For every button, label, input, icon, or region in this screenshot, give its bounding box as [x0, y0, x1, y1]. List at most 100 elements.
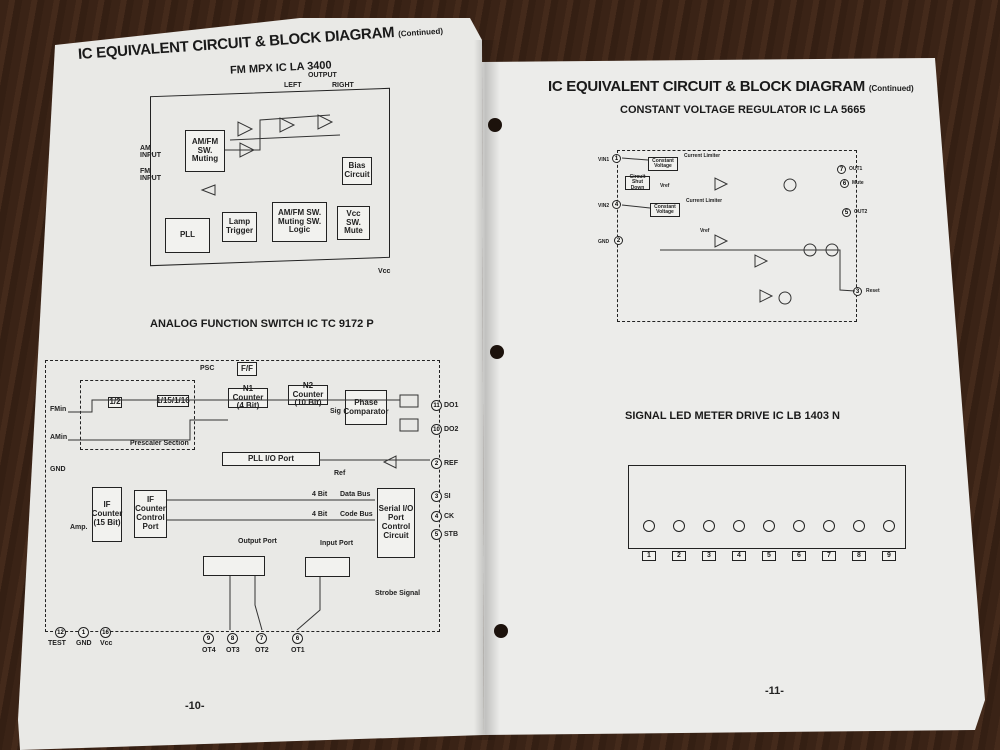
current-limiter-label-2: Current Limiter [686, 198, 723, 204]
led-meter-pin: 8 [852, 551, 866, 561]
mute-label: Mute [852, 180, 864, 186]
data-bus-width-label: 4 Bit [312, 491, 328, 498]
current-source-icon [673, 520, 685, 532]
vcc-mute-block: Vcc SW. Mute [337, 206, 370, 240]
right-label: RIGHT [332, 82, 354, 89]
pin-4: 4 [431, 511, 442, 522]
regulator-outline [617, 150, 857, 322]
led-meter-pin: 4 [732, 551, 746, 561]
serial-io-port-block: Serial I/O Port Control Circuit [377, 488, 415, 558]
vcc-bottom-label: Vcc [100, 640, 113, 647]
si-label: SI [444, 493, 451, 500]
binding-hole [490, 345, 504, 359]
ff-block: F/F [237, 362, 257, 376]
title-text: IC EQUIVALENT CIRCUIT & BLOCK DIAGRAM [548, 78, 865, 95]
am-fm-muting-block: AM/FM SW. Muting [185, 130, 225, 172]
page-number: -10- [185, 700, 205, 712]
pin-6: 6 [292, 633, 303, 644]
output-port-block [203, 556, 265, 576]
phase-comparator-block: Phase Comparator [343, 390, 389, 425]
do1-label: DO1 [444, 402, 459, 409]
led-meter-heading: SIGNAL LED METER DRIVE IC LB 1403 N [625, 410, 840, 422]
ref-label: Ref [334, 470, 346, 477]
reset-label: Reset [866, 288, 880, 294]
current-source-icon [643, 520, 655, 532]
left-label: LEFT [284, 82, 302, 89]
vcc-label: Vcc [378, 268, 391, 275]
fm-input-label: FM INPUT [140, 168, 161, 182]
ot3-label: OT3 [226, 647, 240, 654]
book-gutter [474, 40, 500, 740]
led-meter-pin: 3 [702, 551, 716, 561]
if-counter-control-port-block: IF Counter Control Port [134, 490, 167, 538]
out1-label: OUT1 [849, 166, 863, 172]
stb-label: STB [444, 531, 458, 538]
input-port-block [305, 557, 350, 577]
title-suffix: (Continued) [868, 84, 914, 93]
test-label: TEST [48, 640, 66, 647]
binding-hole [488, 118, 502, 132]
gnd-label: GND [598, 239, 610, 245]
ot4-label: OT4 [202, 647, 216, 654]
n1-counter-block: N1 Counter (4 Bit) [228, 384, 268, 410]
reg-pin-2: 2 [614, 236, 623, 245]
do2-label: DO2 [444, 426, 459, 433]
if-counter-block: IF Counter (15 Bit) [92, 487, 122, 542]
n2-counter-block: N2 Counter (10 Bit) [288, 381, 328, 407]
bias-circuit-block: Bias Circuit [342, 157, 372, 185]
psc-label: PSC [200, 365, 215, 372]
pin-3: 3 [431, 491, 442, 502]
led-meter-pin: 7 [822, 551, 836, 561]
vin2-label: VIN2 [598, 203, 610, 209]
page-title: IC EQUIVALENT CIRCUIT & BLOCK DIAGRAM (C… [548, 78, 914, 95]
led-meter-outline [628, 465, 906, 549]
led-meter-pin: 5 [762, 551, 776, 561]
am-in-label: AMin [50, 434, 68, 441]
divider-block: 1/2 [108, 397, 122, 408]
out2-label: OUT2 [854, 209, 868, 215]
current-source-icon [703, 520, 715, 532]
input-port-label: Input Port [320, 540, 354, 547]
constant-voltage-block-1: Constant Voltage [648, 157, 678, 171]
data-bus-label: Data Bus [340, 491, 371, 498]
gnd-bottom-label: GND [76, 640, 92, 647]
pin-1: 1 [78, 627, 89, 638]
pin-16: 16 [100, 627, 111, 638]
current-limiter-label-1: Current Limiter [684, 153, 721, 159]
current-source-icon [853, 520, 865, 532]
pin-5: 5 [431, 529, 442, 540]
pin-12: 12 [55, 627, 66, 638]
ref-pin-label: REF [444, 460, 458, 467]
regulator-heading: CONSTANT VOLTAGE REGULATOR IC LA 5665 [620, 104, 866, 116]
reg-pin-3: 3 [853, 287, 862, 296]
am-input-label: AM INPUT [140, 145, 161, 159]
lamp-trigger-block: Lamp Trigger [222, 212, 257, 242]
reg-pin-4: 4 [612, 200, 621, 209]
reg-pin-6: 6 [840, 179, 849, 188]
circuit-shutdown-block: Circuit Shut Down [625, 174, 650, 191]
page-number: -11- [765, 685, 784, 697]
current-source-icon [733, 520, 745, 532]
vref-label-1: Vref [660, 183, 670, 189]
led-meter-pin: 6 [792, 551, 806, 561]
prescaler-divider-block: 1/15/1/16 [156, 395, 190, 407]
pin-8: 8 [227, 633, 238, 644]
pll-block: PLL [165, 218, 210, 253]
code-bus-label: Code Bus [340, 511, 373, 518]
led-meter-pin: 1 [642, 551, 656, 561]
vin1-label: VIN1 [598, 157, 610, 163]
sig-label: Sig [330, 408, 341, 415]
pin-9: 9 [203, 633, 214, 644]
amp-label: Amp. [70, 524, 88, 531]
strobe-signal-label: Strobe Signal [375, 590, 421, 597]
pll-io-port-block: PLL I/O Port [222, 452, 320, 466]
output-label: OUTPUT [308, 72, 337, 79]
led-meter-pin: 9 [882, 551, 896, 561]
fm-in-label: FMin [50, 406, 67, 413]
constant-voltage-block-2: Constant Voltage [650, 203, 680, 217]
current-source-icon [883, 520, 895, 532]
reg-pin-1: 1 [612, 154, 621, 163]
ot2-label: OT2 [255, 647, 269, 654]
pin-10: 10 [431, 424, 442, 435]
